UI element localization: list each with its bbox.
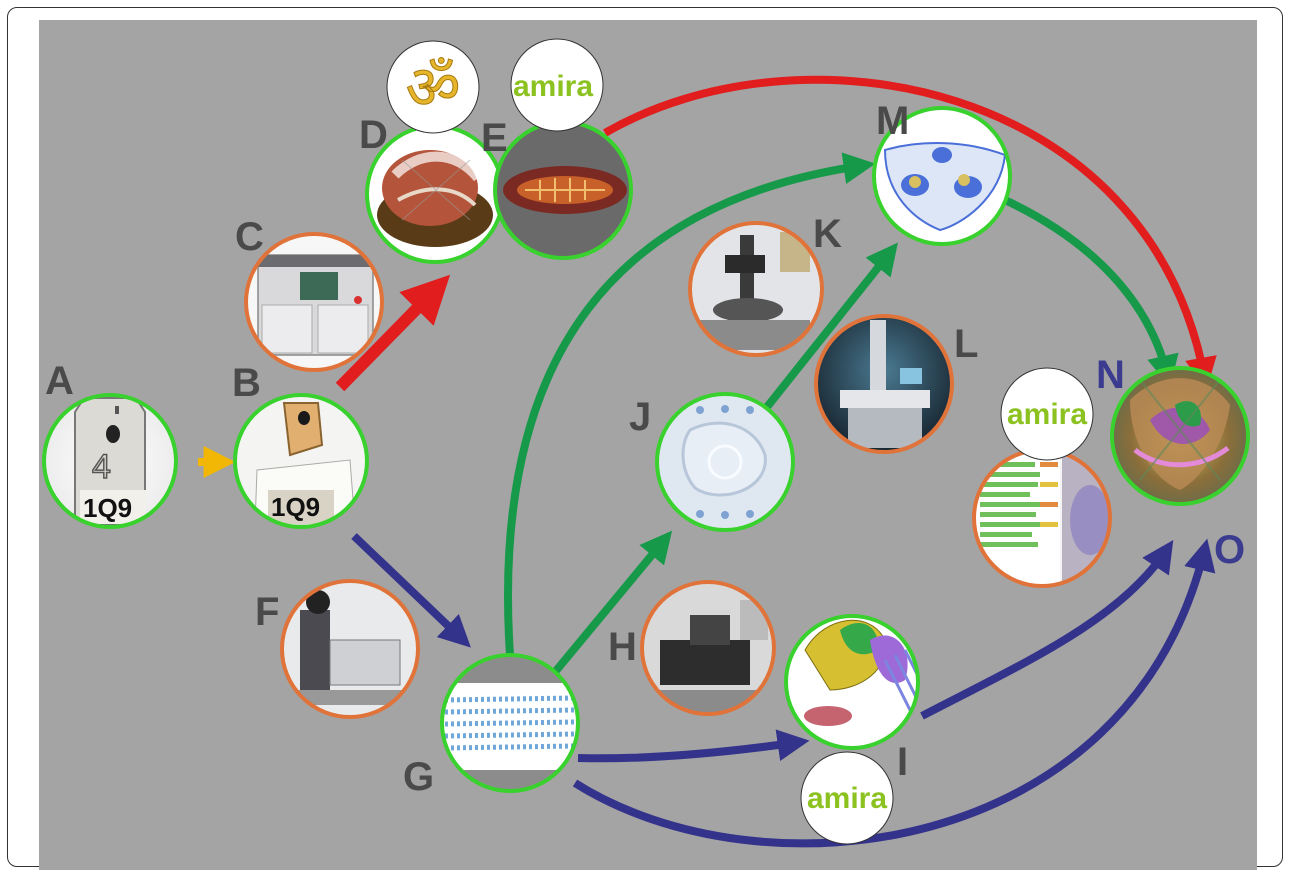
amira-text-e: amira (513, 70, 593, 103)
specimen-tag-number: 4 (92, 448, 111, 486)
node-i-surface-model (784, 614, 920, 750)
node-a-specimen: 4 1Q9 (42, 393, 178, 529)
block-tag-code: 1Q9 (271, 492, 320, 522)
arrow-g-to-i (577, 729, 810, 763)
amira-text-i: amira (807, 782, 887, 815)
arrow-g-to-o (572, 538, 1216, 848)
amira-logo-e: amira (510, 38, 604, 132)
amira-logo-i: amira (800, 751, 894, 845)
node-k-stereo-microscope (688, 221, 824, 357)
arrow-j-to-m (763, 242, 898, 410)
node-labels: A B C D E F G H I J K L M N O (45, 99, 1245, 799)
label-i: I (897, 740, 908, 784)
arrow-g-to-j (551, 530, 673, 675)
node-b-embedded-block: 1Q9 (233, 393, 369, 529)
label-l: L (954, 322, 978, 366)
node-f-microtome (280, 579, 420, 719)
amira-text-n: amira (1007, 398, 1087, 431)
amira-logo-n: amira (1000, 367, 1094, 461)
label-a: A (45, 359, 74, 403)
label-m: M (876, 99, 909, 143)
label-d: D (359, 113, 388, 157)
arrow-b-to-d (335, 274, 451, 392)
label-k: K (813, 212, 842, 256)
label-n: N (1096, 353, 1125, 397)
label-o: O (1214, 528, 1245, 572)
om-symbol: ॐ (406, 53, 461, 123)
node-o-final-model (1110, 366, 1250, 506)
arrow-m-to-o (1003, 196, 1179, 388)
arrow-e-to-o (602, 75, 1217, 390)
label-f: F (255, 590, 279, 634)
arrow-b-to-g (351, 533, 471, 648)
label-g: G (403, 755, 434, 799)
node-e-volume-render (493, 120, 633, 260)
node-h-light-microscope (640, 580, 776, 716)
node-m-labelled-section (872, 106, 1012, 246)
label-j: J (629, 395, 651, 439)
om-logo: ॐ (386, 40, 480, 134)
node-l-electron-microscope (814, 314, 954, 454)
node-j-stained-section (655, 392, 795, 532)
node-n-software-screenshot (972, 448, 1112, 588)
label-c: C (235, 215, 264, 259)
arrow-i-to-o (920, 540, 1174, 720)
arrows (198, 75, 1217, 848)
node-c-ct-scanner (244, 232, 384, 372)
node-d-3d-render (365, 124, 505, 264)
label-e: E (481, 116, 508, 160)
label-b: B (232, 361, 261, 405)
arrow-g-to-m (503, 152, 876, 656)
specimen-tag-code: 1Q9 (83, 493, 132, 523)
label-h: H (608, 625, 637, 669)
